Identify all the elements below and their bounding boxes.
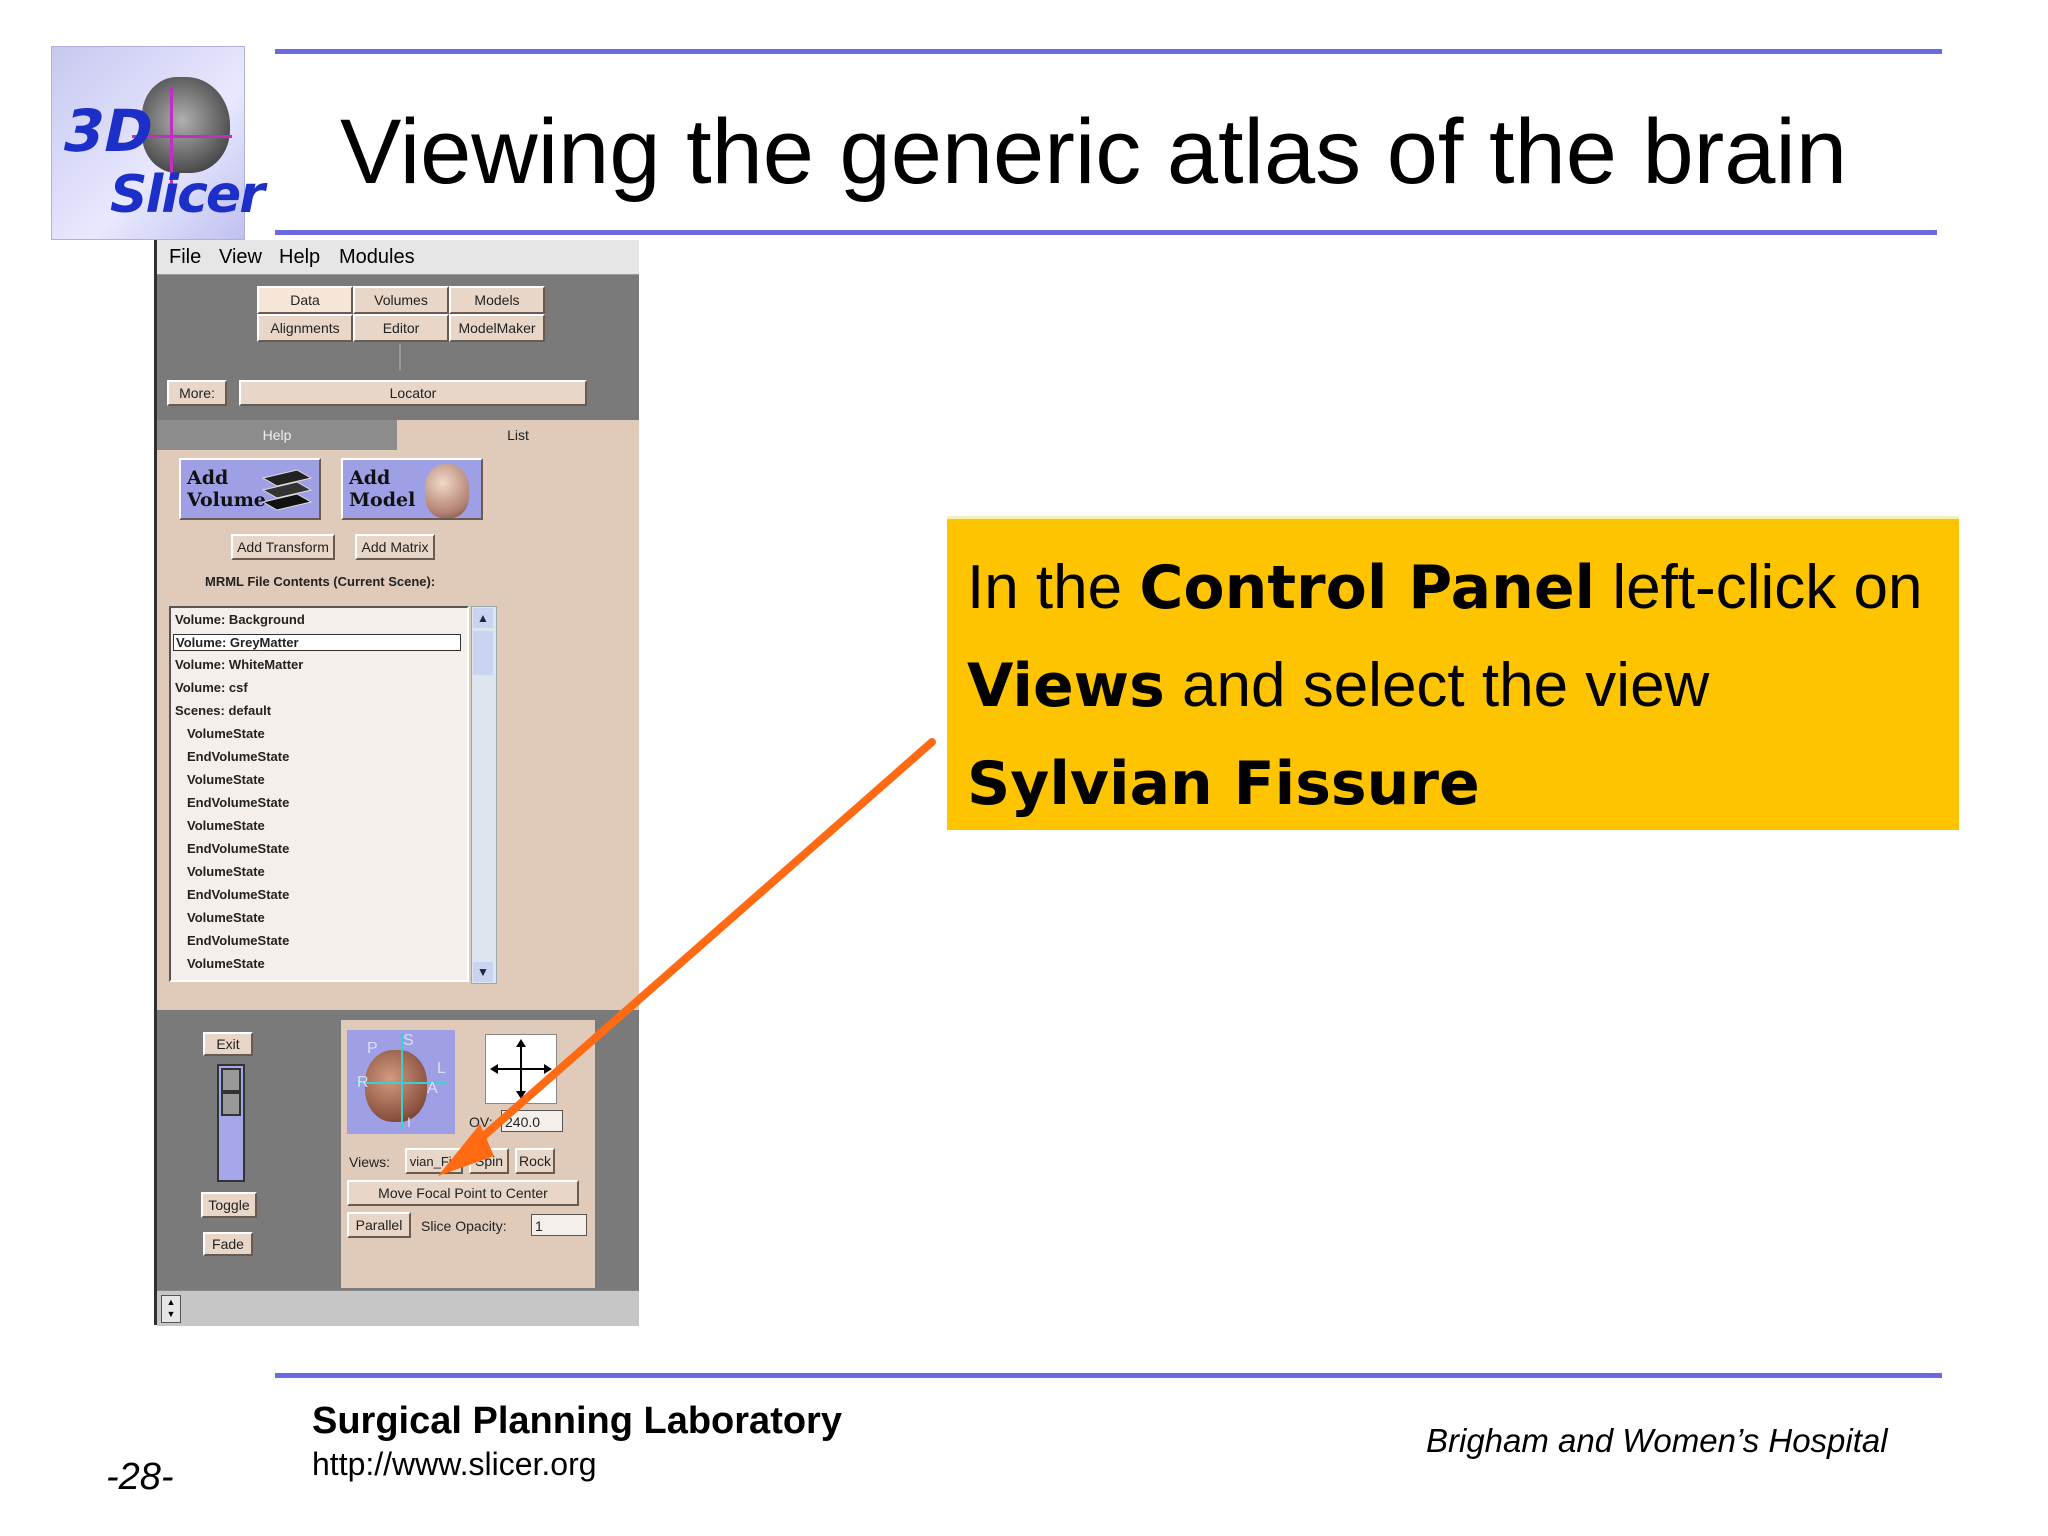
head-icon: [365, 1050, 427, 1122]
scroll-down-icon[interactable]: ▼: [473, 962, 493, 982]
list-item[interactable]: EndVolumeState: [187, 887, 290, 902]
footer-url[interactable]: http://www.slicer.org: [312, 1446, 597, 1482]
orientation-head[interactable]: P S R L A I: [347, 1030, 455, 1134]
move-focal-point-button[interactable]: Move Focal Point to Center: [347, 1180, 579, 1206]
menu-bar: File View Help Modules: [157, 240, 639, 275]
module-tab-modelmaker[interactable]: ModelMaker: [449, 314, 545, 342]
fade-button[interactable]: Fade: [203, 1232, 253, 1256]
footer-rule: [275, 1373, 1942, 1378]
slicer-control-panel: File View Help Modules Data Volumes Mode…: [154, 240, 639, 1326]
logo-slicer-text: Slicer: [110, 165, 265, 225]
bottom-status-bar: ▲▼: [157, 1290, 639, 1326]
exit-button[interactable]: Exit: [203, 1032, 253, 1056]
list-item[interactable]: VolumeState: [187, 864, 265, 879]
rock-button[interactable]: Rock: [515, 1148, 555, 1174]
module-tab-alignments[interactable]: Alignments: [257, 314, 353, 342]
add-volume-button[interactable]: Add Volume: [179, 458, 321, 520]
callout-text: In the Control Panel left-click on Views…: [967, 553, 1923, 819]
slice-opacity-label: Slice Opacity:: [421, 1218, 507, 1234]
instruction-callout: In the Control Panel left-click on Views…: [947, 516, 1959, 830]
list-item[interactable]: Volume: WhiteMatter: [175, 657, 304, 672]
list-item[interactable]: VolumeState: [187, 818, 265, 833]
locator-button[interactable]: Locator: [239, 380, 587, 406]
tab-list[interactable]: List: [397, 420, 639, 450]
list-item[interactable]: VolumeState: [187, 772, 265, 787]
module-tab-editor[interactable]: Editor: [353, 314, 449, 342]
head-model-icon: [425, 464, 469, 518]
fade-slider[interactable]: [217, 1064, 245, 1182]
add-model-button[interactable]: Add Model: [341, 458, 483, 520]
list-item[interactable]: EndVolumeState: [187, 749, 290, 764]
brain-image: [142, 77, 230, 173]
list-item[interactable]: EndVolumeState: [187, 841, 290, 856]
list-item[interactable]: Volume: Background: [175, 612, 305, 627]
view-controls: P S R L A I OV: 240.0 Views: vian_Fis Sp…: [341, 1020, 595, 1288]
tab-help[interactable]: Help: [157, 420, 397, 450]
arrow-head: [438, 1124, 494, 1176]
mrml-header: MRML File Contents (Current Scene):: [205, 574, 436, 589]
menu-modules[interactable]: Modules: [339, 246, 415, 268]
list-item[interactable]: Volume: csf: [175, 680, 248, 695]
module-tab-models[interactable]: Models: [449, 286, 545, 314]
module-tab-volumes[interactable]: Volumes: [353, 286, 449, 314]
list-item[interactable]: Scenes: default: [175, 703, 272, 718]
footer-hospital: Brigham and Women’s Hospital: [1426, 1422, 1888, 1459]
list-item[interactable]: VolumeState: [187, 726, 265, 741]
scroll-thumb[interactable]: [473, 631, 493, 675]
top-rule: [275, 49, 1942, 54]
scroll-up-icon[interactable]: ▲: [473, 608, 493, 628]
toggle-button[interactable]: Toggle: [201, 1192, 257, 1218]
module-tab-data[interactable]: Data: [257, 286, 353, 314]
parallel-button[interactable]: Parallel: [347, 1212, 411, 1238]
list-item[interactable]: VolumeState: [187, 910, 265, 925]
list-item[interactable]: EndVolumeState: [187, 795, 290, 810]
slice-opacity-field[interactable]: 1: [531, 1214, 587, 1236]
mrml-listbox[interactable]: Volume: Background Volume: GreyMatter Vo…: [169, 606, 469, 982]
list-panel: Add Volume Add Model Add Transform Add M…: [157, 450, 639, 1010]
list-item-selected[interactable]: Volume: GreyMatter: [173, 634, 461, 651]
scroll-spinner-icon[interactable]: ▲▼: [161, 1295, 181, 1323]
add-transform-button[interactable]: Add Transform: [231, 534, 335, 560]
menu-help[interactable]: Help: [279, 246, 321, 268]
title-underline: [275, 230, 1937, 235]
list-item[interactable]: VolumeState: [187, 956, 265, 971]
slide-title: Viewing the generic atlas of the brain: [340, 101, 1848, 203]
footer-lab-name: Surgical Planning Laboratory: [312, 1400, 842, 1442]
list-scrollbar[interactable]: ▲ ▼: [471, 606, 497, 984]
volume-stack-icon: [261, 468, 313, 512]
menu-view[interactable]: View: [219, 246, 262, 268]
more-button[interactable]: More:: [167, 380, 227, 406]
add-matrix-button[interactable]: Add Matrix: [355, 534, 435, 560]
views-label: Views:: [349, 1154, 390, 1170]
menu-file[interactable]: File: [169, 246, 202, 268]
slicer-logo: 3D Slicer: [51, 46, 265, 240]
list-item[interactable]: EndVolumeState: [187, 933, 290, 948]
fov-label: OV:: [469, 1114, 493, 1130]
page-number: -28-: [106, 1456, 174, 1498]
